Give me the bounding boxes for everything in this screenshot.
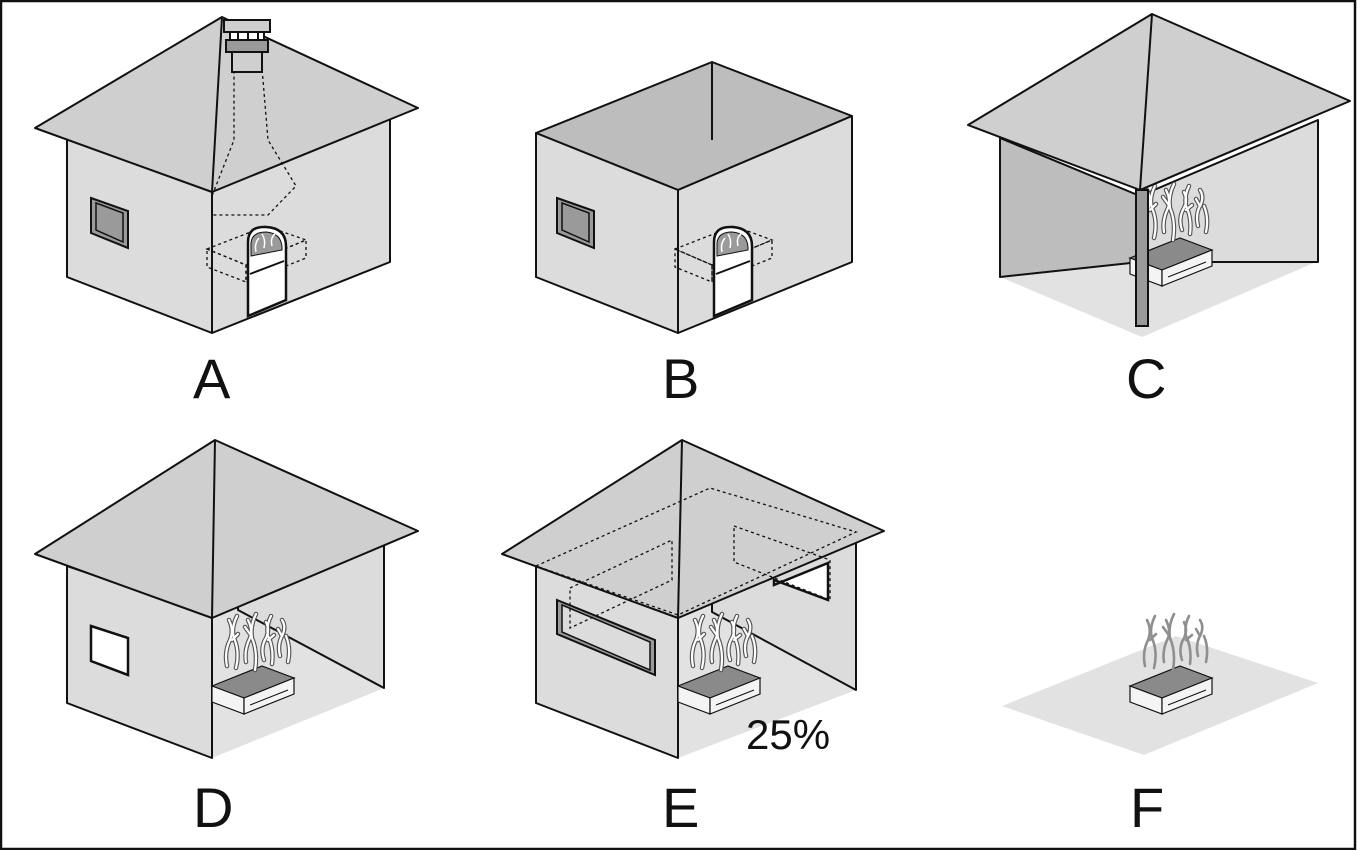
door-icon	[246, 225, 288, 318]
window-icon	[89, 624, 130, 677]
window-icon	[556, 598, 656, 677]
panel-c-shelter	[967, 13, 1351, 337]
chimney	[223, 19, 271, 73]
panel-label-f: F	[1130, 776, 1164, 839]
panel-e-house: 25%	[501, 439, 885, 759]
window-icon	[556, 196, 595, 250]
panel-label-b: B	[662, 347, 699, 410]
panel-label-c: C	[1126, 347, 1166, 410]
window-icon	[772, 561, 830, 602]
panel-label-d: D	[193, 776, 233, 839]
panel-label-a: A	[193, 347, 231, 410]
ventilation-percentage: 25%	[746, 711, 830, 758]
door-icon	[712, 225, 754, 318]
panel-label-e: E	[662, 776, 699, 839]
panel-a-house	[34, 16, 419, 334]
panel-b-house	[535, 61, 853, 334]
panel-f-open	[1002, 612, 1318, 755]
panel-d-house	[34, 439, 419, 759]
support-post	[1135, 189, 1149, 327]
window-icon	[90, 196, 129, 250]
